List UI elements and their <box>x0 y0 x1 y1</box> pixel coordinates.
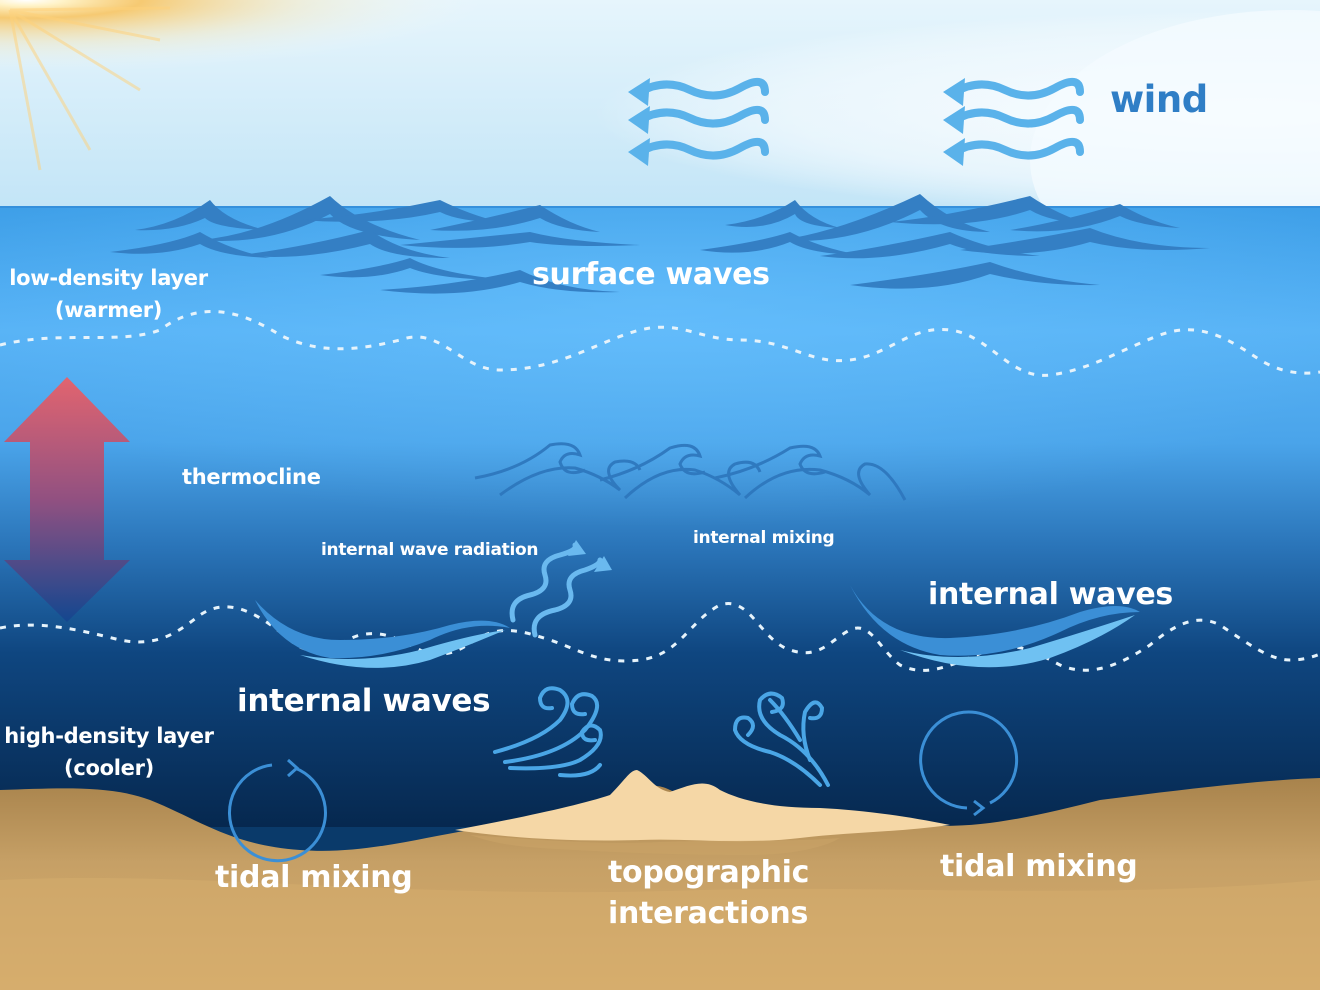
high-density-line2: (cooler) <box>64 756 154 781</box>
internal-waves-left-label: internal waves <box>237 683 491 719</box>
topographic-line2: interactions <box>608 895 808 931</box>
waves-icon <box>110 196 640 294</box>
internal-wave-radiation-label: internal wave radiation <box>321 540 539 560</box>
swirl-icon <box>493 686 603 778</box>
waves-icon <box>700 194 1210 289</box>
topographic-line1: topographic <box>608 855 810 890</box>
wind-arrows-icon <box>943 78 1084 166</box>
internal-waves-right-label: internal waves <box>928 577 1173 612</box>
wind-label: wind <box>1110 78 1208 121</box>
internal-mixing-label: internal mixing <box>693 528 835 548</box>
high-density-layer-label: high-density layer (cooler) <box>2 724 216 780</box>
sun-icon <box>0 0 1320 207</box>
circular-arrow-icon <box>228 758 327 863</box>
circular-arrow-icon <box>919 710 1019 817</box>
tidal-mixing-left-label: tidal mixing <box>215 860 413 895</box>
wind-arrows-icon <box>628 78 769 166</box>
lower-boundary-line <box>0 602 1320 672</box>
thermocline-label: thermocline <box>182 465 321 489</box>
high-density-line1: high-density layer <box>4 724 214 748</box>
topographic-ridge <box>455 770 950 842</box>
internal-wave-shape-right <box>850 585 1140 668</box>
squiggle-arrows-icon <box>509 540 612 638</box>
low-density-layer-label: low-density layer (warmer) <box>6 266 211 322</box>
curl-waves-icon <box>474 442 907 501</box>
double-arrow-icon <box>4 377 130 622</box>
low-density-line1: low-density layer <box>9 266 208 290</box>
internal-wave-shape-left <box>255 600 510 668</box>
low-density-line2: (warmer) <box>54 298 163 323</box>
topographic-interactions-label: topographic interactions <box>608 855 810 931</box>
tidal-mixing-right-label: tidal mixing <box>940 849 1138 884</box>
swirl-icon <box>732 691 830 787</box>
surface-waves-label: surface waves <box>532 257 770 292</box>
